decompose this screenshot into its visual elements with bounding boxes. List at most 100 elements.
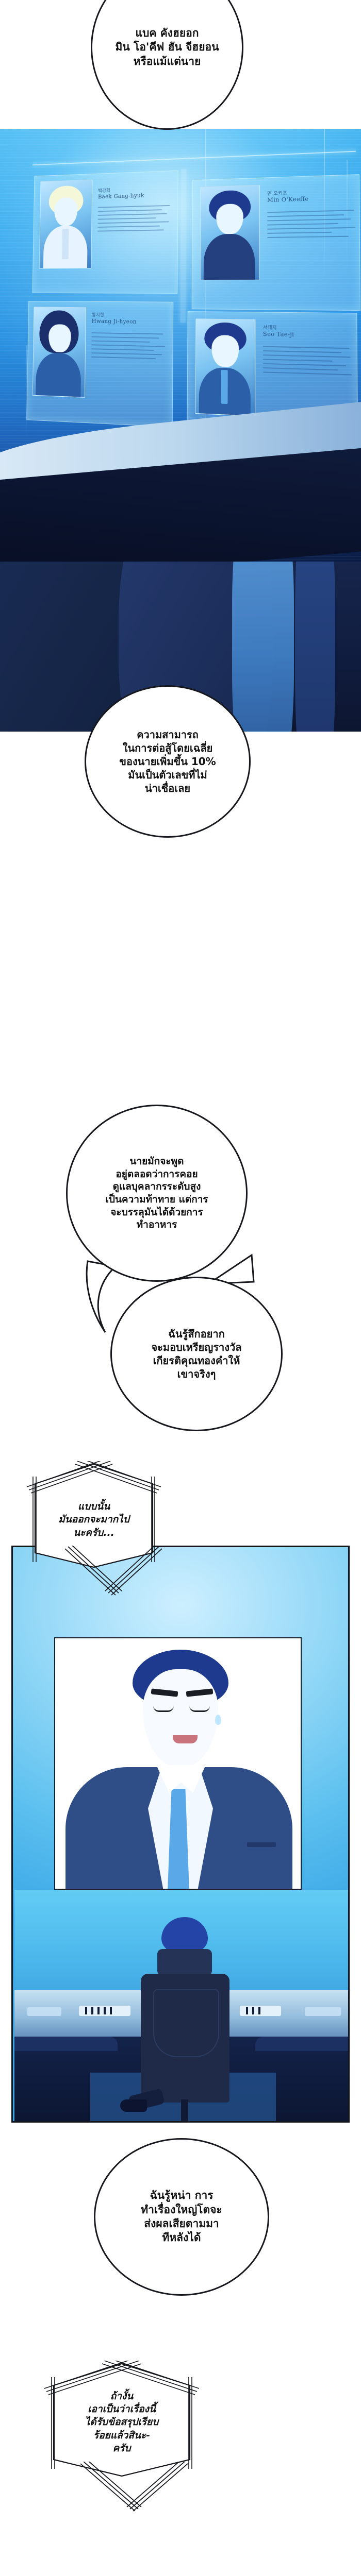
- bubble-medal-line-3: เกียรติคุณทองคำให้: [153, 1354, 240, 1367]
- portrait-min-okeeffe: [200, 184, 260, 280]
- desk-panel-right: [305, 2007, 341, 2016]
- desk-panel-left: [27, 2007, 61, 2016]
- face: [216, 204, 243, 234]
- bubble-combat-line-2: ในการต่อสู้โดยเฉลี่ย: [122, 742, 213, 754]
- card-name-ko-3: 황지현: [91, 313, 104, 318]
- card-name-2: 민 오키프 Min O'Keeffe: [267, 189, 309, 204]
- light-streak: [347, 160, 348, 268]
- bubble-too-much-line-1: แบบนั้น: [77, 1501, 110, 1513]
- card-name-ko-4: 서태지: [262, 325, 277, 331]
- bubble-names: แบค คังฮยอก มิน โอ'คีฟ ฮัน จีฮยอน หรือแม…: [91, 0, 243, 130]
- bubble-too-much-tail: [64, 1546, 162, 1596]
- bubble-consequences: ฉันรู้หน่า การ ทำเรื่องใหญ่โตจะ ส่งผลเสี…: [94, 2138, 269, 2296]
- card-name-1: 백강혁 Baek Gang-hyuk: [98, 185, 144, 200]
- sweat-drop: [215, 1715, 221, 1725]
- bubble-conclusion-text: ถ้างั้น เอาเป็นว่าเรื่องนี้ ได้รับข้อสรุ…: [85, 2390, 158, 2454]
- portrait-hwang-ji-hyeon: [32, 307, 87, 398]
- bubble-combat-line-4: มันเป็นตัวเลขที่ไม่: [128, 769, 207, 781]
- light-streak: [26, 345, 27, 438]
- bubble-conclusion-line-1: ถ้างั้น: [110, 2391, 134, 2402]
- bubble-conclusion: ถ้างั้น เอาเป็นว่าเรื่องนี้ ได้รับข้อสรุ…: [24, 2361, 220, 2479]
- holo-board: 백강혁 Baek Gang-hyuk 민 오키프 Min O'Keeffe: [20, 131, 361, 452]
- bubble-combat-line-5: น่าเชื่อเลย: [144, 782, 191, 794]
- monitor-man-eye-left: [153, 1703, 174, 1712]
- bubble-combat-line-3: ของนายเพิ่มขึ้น 10%: [119, 755, 216, 768]
- card-body-lines-3: [91, 332, 166, 363]
- card-name-en-4: Seo Tae-ji: [262, 330, 294, 338]
- portrait-seo-tae-ji: [195, 318, 256, 417]
- board-top-rule: [32, 150, 356, 166]
- card-body-lines-2: [267, 210, 355, 241]
- necktie: [61, 228, 69, 260]
- keyboard-right: [240, 2006, 281, 2016]
- chair-post: [181, 2099, 188, 2121]
- board-divider-rule: [180, 169, 187, 323]
- bubble-cooking-line-5: จะบรรลุมันได้ด้วยการ: [110, 1206, 203, 1218]
- seated-figure-hair: [161, 1917, 208, 1954]
- monitor-man-pocket: [247, 1842, 276, 1847]
- bubble-too-much-text: แบบนั้น มันออกจะมากไป นะครับ...: [58, 1500, 129, 1539]
- console-bank-ledge-left: [14, 2037, 118, 2051]
- bubble-cooking-challenge: นายมักจะพูด อยู่ตลอดว่าการคอย ดูแลบุคลาก…: [66, 1105, 248, 1282]
- bubble-conclusion-tail: [80, 2462, 188, 2512]
- bubble-names-line-1: แบค คังฮยอก: [135, 27, 199, 40]
- key: [97, 2007, 100, 2014]
- key: [110, 2007, 112, 2014]
- bubble-medal-line-2: จะมอบเหรียญรางวัล: [151, 1341, 242, 1353]
- card-name-3: 황지현 Hwang Ji-hyeon: [92, 311, 137, 325]
- bubble-combat-stat: ความสามารถ ในการต่อสู้โดยเฉลี่ย ของนายเพ…: [85, 685, 251, 838]
- monitor-man-eye-right: [189, 1703, 210, 1712]
- key: [104, 2007, 106, 2014]
- bubble-conclusion-line-3: ได้รับข้อสรุปเรียบ: [85, 2416, 159, 2428]
- chair-back-cushion: [153, 1989, 219, 2057]
- bubble-cooking-line-1: นายมักจะพูด: [129, 1155, 184, 1167]
- bubble-conclusion-line-4: ร้อยแล้วสินะ-: [93, 2429, 150, 2441]
- card-name-en-2: Min O'Keeffe: [267, 195, 309, 204]
- bubble-consequences-line-3: ส่งผลเสียตามมา: [144, 2217, 219, 2230]
- seated-figure-shoe: [120, 2099, 147, 2112]
- torso: [203, 233, 255, 280]
- bubble-too-much: แบบนั้น มันออกจะมากไป นะครับ...: [9, 1461, 178, 1570]
- light-streak: [324, 129, 325, 283]
- hex-outline: [26, 1461, 161, 1568]
- portrait-baek-gang-hyuk: [39, 179, 93, 269]
- bubble-combat-line-1: ความสามารถ: [137, 728, 199, 741]
- wall-edge: [295, 562, 335, 732]
- card-body-lines-1: [97, 205, 171, 234]
- bubble-conclusion-line-2: เอาเป็นว่าเรื่องนี้: [88, 2403, 156, 2415]
- wall-highlight: [232, 562, 294, 732]
- bubble-cooking-tail: [86, 1260, 118, 1333]
- panel-control-room: [11, 1546, 350, 2123]
- bubble-conclusion-line-5: ครับ: [112, 2442, 131, 2454]
- face: [211, 335, 239, 367]
- card-body-lines-4: [262, 346, 352, 379]
- bubble-names-line-3: หรือแม้แต่นาย: [133, 55, 201, 67]
- panel-holographic-roster: 백강혁 Baek Gang-hyuk 민 오키프 Min O'Keeffe: [0, 129, 361, 562]
- bubble-consequences-line-4: ทีหลังได้: [162, 2231, 201, 2244]
- monitor-man-mouth: [173, 1735, 198, 1743]
- face: [54, 197, 78, 226]
- bubble-cooking-line-6: ทำอาหาร: [136, 1219, 177, 1231]
- monitor-man-face: [143, 1669, 218, 1767]
- bubble-cooking-line-4: เป็นความท้าทาย แต่การ: [105, 1194, 208, 1205]
- key: [85, 2007, 87, 2014]
- bubble-cooking-line-2: อยู่ตลอดว่าการคอย: [116, 1168, 198, 1180]
- key: [91, 2007, 93, 2014]
- card-name-en-3: Hwang Ji-hyeon: [91, 317, 137, 325]
- bubble-consequences-line-2: ทำเรื่องใหญ่โตจะ: [141, 2203, 222, 2216]
- bubble-medal-line-4: เขาจริงๆ: [177, 1368, 216, 1380]
- torso: [35, 352, 81, 398]
- bubble-too-much-line-3: นะครับ...: [73, 1527, 114, 1538]
- bubble-cooking-line-3: ดูแลบุคลากรระดับสูง: [112, 1181, 201, 1193]
- monitor-man-tie: [168, 1789, 189, 1889]
- bubble-consequences-line-1: ฉันรู้หน่า การ: [150, 2189, 214, 2202]
- bubble-medal-line-1: ฉันรู้สึกอยาก: [168, 1328, 225, 1340]
- bubble-gold-medal: ฉันรู้สึกอยาก จะมอบเหรียญรางวัล เกียรติค…: [110, 1277, 283, 1431]
- key: [252, 2007, 254, 2014]
- card-name-4: 서태지 Seo Tae-ji: [263, 324, 294, 338]
- wall-monitor: [54, 1637, 302, 1890]
- key: [246, 2007, 248, 2014]
- chair-headrest: [157, 1949, 212, 1976]
- bubble-names-line-2: มิน โอ'คีฟ ฮัน จีฮยอน: [115, 41, 219, 54]
